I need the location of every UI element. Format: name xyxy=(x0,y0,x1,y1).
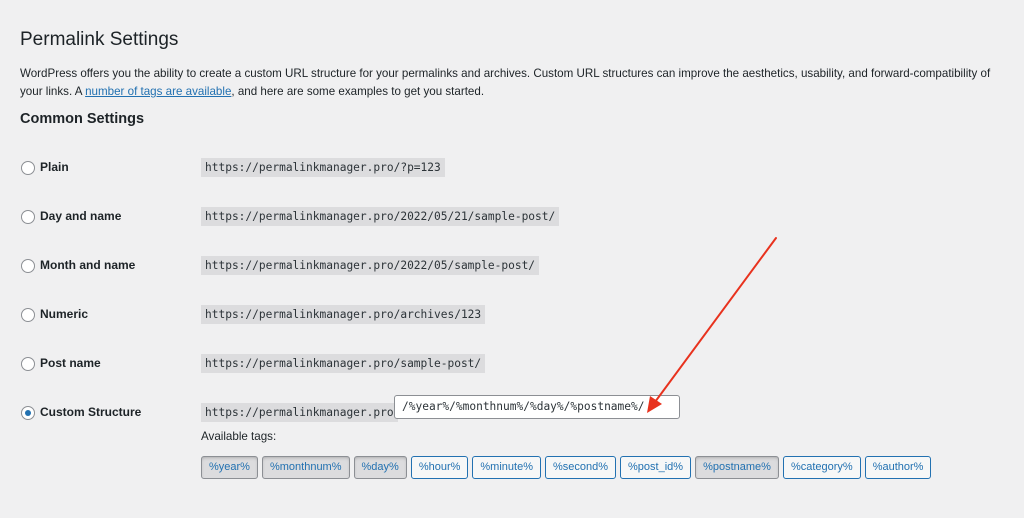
example-url: https://permalinkmanager.pro/?p=123 xyxy=(201,158,445,177)
tag-button-hour[interactable]: %hour% xyxy=(410,456,469,479)
site-url-prefix: https://permalinkmanager.pro xyxy=(201,403,398,422)
permalink-option-post-name[interactable]: Post name https://permalinkmanager.pro/s… xyxy=(21,354,1011,375)
option-label[interactable]: Post name xyxy=(40,356,101,370)
page-title: Permalink Settings xyxy=(20,29,179,50)
intro-text-after: , and here are some examples to get you … xyxy=(231,85,485,98)
tag-button-year[interactable]: %year% xyxy=(201,456,258,479)
radio-month-and-name[interactable] xyxy=(21,259,35,273)
tag-button-day[interactable]: %day% xyxy=(353,456,407,479)
radio-custom-structure[interactable] xyxy=(21,406,35,420)
tags-available-link[interactable]: number of tags are available xyxy=(85,85,232,98)
tag-button-minute[interactable]: %minute% xyxy=(472,456,541,479)
custom-structure-input[interactable]: /%year%/%monthnum%/%day%/%postname%/ xyxy=(394,395,680,419)
example-url: https://permalinkmanager.pro/archives/12… xyxy=(201,305,486,324)
tag-button-second[interactable]: %second% xyxy=(544,456,617,479)
tag-button-postname[interactable]: %postname% xyxy=(695,456,779,479)
option-label[interactable]: Day and name xyxy=(40,209,122,223)
tag-button-author[interactable]: %author% xyxy=(864,456,932,479)
common-settings-heading: Common Settings xyxy=(20,111,145,127)
radio-post-name[interactable] xyxy=(21,357,35,371)
option-label[interactable]: Month and name xyxy=(40,258,136,272)
permalink-option-month-and-name[interactable]: Month and name https://permalinkmanager.… xyxy=(21,256,1011,277)
example-url: https://permalinkmanager.pro/2022/05/sam… xyxy=(201,256,540,275)
option-label[interactable]: Plain xyxy=(40,160,69,174)
available-tags-label: Available tags: xyxy=(201,430,277,443)
radio-numeric[interactable] xyxy=(21,308,35,322)
permalink-option-custom-structure[interactable]: Custom Structure https://permalinkmanage… xyxy=(21,395,1011,424)
tag-button-monthnum[interactable]: %monthnum% xyxy=(261,456,350,479)
example-url: https://permalinkmanager.pro/sample-post… xyxy=(201,354,486,373)
intro-text: WordPress offers you the ability to crea… xyxy=(20,65,1010,101)
intro-text-before: WordPress offers you the ability to crea… xyxy=(20,67,991,98)
permalink-option-day-and-name[interactable]: Day and name https://permalinkmanager.pr… xyxy=(21,207,1011,228)
tag-button-post-id[interactable]: %post_id% xyxy=(620,456,692,479)
tag-button-category[interactable]: %category% xyxy=(782,456,861,479)
available-tags-list: %year% %monthnum% %day% %hour% %minute% … xyxy=(201,456,932,479)
option-label[interactable]: Custom Structure xyxy=(40,405,142,419)
radio-plain[interactable] xyxy=(21,161,35,175)
permalink-option-plain[interactable]: Plain https://permalinkmanager.pro/?p=12… xyxy=(21,158,1011,179)
option-label[interactable]: Numeric xyxy=(40,307,89,321)
permalink-option-numeric[interactable]: Numeric https://permalinkmanager.pro/arc… xyxy=(21,305,1011,326)
example-url: https://permalinkmanager.pro/2022/05/21/… xyxy=(201,207,560,226)
radio-day-and-name[interactable] xyxy=(21,210,35,224)
